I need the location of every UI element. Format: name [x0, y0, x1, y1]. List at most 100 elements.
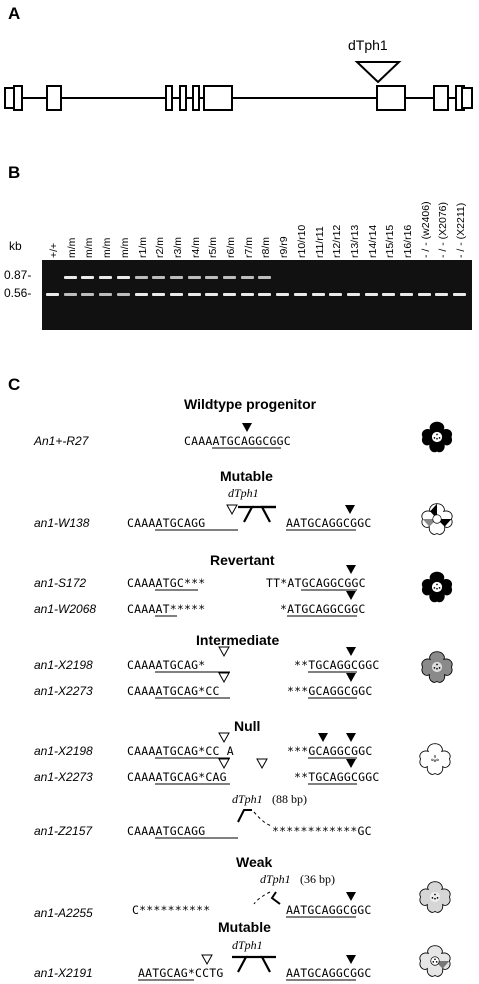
intermediate-seq-left-1: CAAAATGCAG*	[127, 658, 206, 672]
lane-label: r10/r10	[295, 224, 308, 258]
lane-label: r2/m	[154, 237, 167, 258]
lane-label: r12/r12	[331, 224, 344, 258]
null-seq-left-1: CAAAATGCAG*CC A	[127, 744, 234, 758]
lane-label: - / - (X2076)	[437, 201, 450, 258]
intermediate-seq-right-2: ***GCAGGCGGC	[287, 684, 373, 698]
gel-band-lower	[435, 293, 449, 296]
mutable-seq-right: AATGCAGGCGGC	[286, 516, 372, 530]
mutable2-title: Mutable	[218, 919, 271, 935]
exon-9	[433, 85, 449, 111]
mutable-title: Mutable	[220, 468, 273, 484]
mutable-allele: an1-W138	[34, 516, 90, 530]
gel-band-upper	[116, 276, 130, 279]
mutable2-transposon: dTph1	[232, 938, 263, 952]
null-seq-right-1: ***GCAGGCGGC	[287, 744, 373, 758]
gel-band-lower	[187, 293, 201, 296]
lane-label: m/m	[101, 237, 114, 258]
intermediate-seq-left-2: CAAAATGCAG*CC	[127, 684, 220, 698]
gel-band-upper	[187, 276, 201, 279]
lane-label: m/m	[118, 237, 131, 258]
revertant-seq-right-1: TT*ATGCAGGCGGC	[266, 576, 366, 590]
lane-label: r9/r9	[278, 236, 291, 258]
gel-band-upper	[258, 276, 272, 279]
weak-seq-left: C**********	[132, 903, 211, 917]
weak-title: Weak	[236, 854, 273, 870]
lane-label: r5/m	[207, 237, 220, 258]
gel-band-lower	[99, 293, 113, 296]
flower-wildtype	[421, 421, 453, 453]
wildtype-allele: An1+-R27	[34, 434, 89, 448]
gel-band-lower	[346, 293, 360, 296]
gel-band-lower	[205, 293, 219, 296]
null-seq-right-3: ************GC	[272, 824, 372, 838]
lane-label: r16/r16	[402, 224, 414, 258]
gel-band-lower	[293, 293, 307, 296]
exon-6	[192, 85, 200, 111]
flower-revertant	[421, 571, 453, 603]
gel-band-lower	[417, 293, 431, 296]
mutable2-seq-left: AATGCAG*CCTG	[138, 966, 224, 980]
exon-2	[13, 85, 23, 111]
lane-label: r7/m	[242, 237, 255, 258]
lane-label: r13/r13	[348, 224, 361, 258]
insertion-label: dTph1	[348, 37, 388, 53]
revertant-seq-left-2: CAAAAT*****	[127, 602, 206, 616]
null-seq-left-3: CAAAATGCAGG	[127, 824, 206, 838]
gel-band-lower	[364, 293, 378, 296]
exon-5	[179, 85, 187, 111]
gel-band-lower	[46, 293, 59, 296]
intermediate-title: Intermediate	[196, 632, 280, 648]
weak-note: (36 bp)	[300, 872, 335, 886]
gel-band-lower	[63, 293, 77, 296]
gel-band-lower	[240, 293, 254, 296]
weak-transposon: dTph1	[260, 872, 291, 886]
lane-label: r11/r11	[313, 226, 326, 258]
flower-weak	[419, 881, 451, 913]
revertant-seq-left-1: CAAAATGC***	[127, 576, 206, 590]
gel-band-upper	[152, 276, 166, 279]
null-allele-2: an1-X2273	[34, 770, 93, 784]
gel-band-lower	[311, 293, 325, 296]
null-title: Null	[234, 718, 261, 734]
gel-band-lower	[400, 293, 413, 296]
gel-band-lower	[152, 293, 166, 296]
gel-band-lower	[258, 293, 272, 296]
flower-intermediate	[421, 651, 453, 683]
gel-band-lower	[276, 293, 290, 296]
gel-band-lower	[329, 293, 343, 296]
revertant-allele-2: an1-W2068	[34, 602, 97, 616]
gel-band-lower	[169, 293, 183, 296]
wildtype-title: Wildtype progenitor	[184, 396, 317, 412]
lane-label: r14/r14	[366, 224, 379, 258]
intermediate-allele-1: an1-X2198	[34, 658, 93, 672]
transposon-triangle	[354, 61, 402, 84]
lane-label: m/m	[83, 237, 96, 258]
gel-band-upper	[63, 276, 77, 279]
null-seq-right-2: **TGCAGGCGGC	[294, 770, 380, 784]
panel-a-label: A	[8, 4, 21, 23]
gel-band-lower	[81, 293, 95, 296]
null-transposon: dTph1	[232, 792, 263, 806]
panel-c-label: C	[8, 375, 21, 394]
lane-label: r8/m	[260, 237, 273, 258]
exon-3	[46, 85, 62, 111]
intermediate-seq-right-1: **TGCAGGCGGC	[294, 658, 380, 672]
lane-label: r3/m	[171, 237, 184, 258]
gel-band-upper	[240, 276, 254, 279]
lane-label: +/+	[48, 242, 60, 258]
weak-seq-right: AATGCAGGCGGC	[286, 903, 372, 917]
lane-label: r15/r15	[384, 224, 397, 258]
gel-band-lower	[382, 293, 396, 296]
lane-label: - / - (w2406)	[419, 201, 432, 258]
wildtype-seq: CAAAATGCAGGCGGC	[184, 434, 291, 448]
lane-label: r6/m	[225, 237, 237, 258]
null-allele-1: an1-X2198	[34, 744, 93, 758]
gel-band-lower	[453, 293, 467, 296]
weak-allele: an1-A2255	[34, 906, 93, 920]
kb-label: kb	[9, 239, 22, 253]
flower-mutable	[421, 503, 453, 535]
lane-label: - / - (X2211)	[455, 202, 468, 258]
size-marker-upper: 0.87-	[4, 268, 32, 282]
mutable-seq-left: CAAAATGCAGG	[127, 516, 206, 530]
null-allele-3: an1-Z2157	[34, 824, 93, 838]
